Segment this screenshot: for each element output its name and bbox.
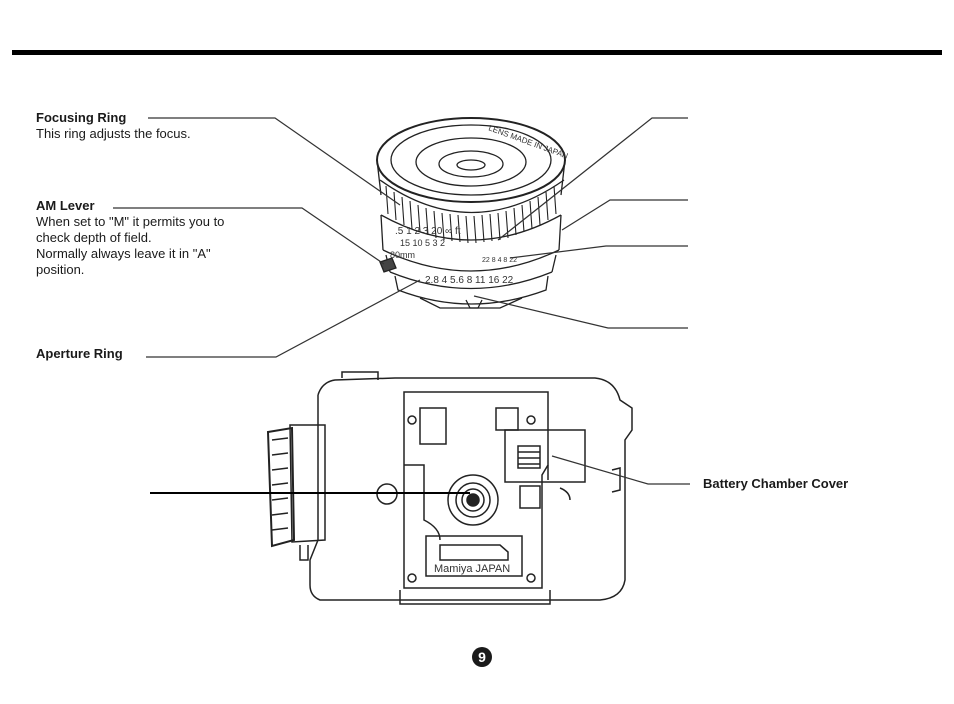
am-lever-label: AM Lever When set to "M" it permits you … xyxy=(36,198,266,278)
lens-drawing xyxy=(376,117,566,309)
top-rule xyxy=(12,50,942,55)
am-lever-desc-2: check depth of field. xyxy=(36,230,152,245)
body-plate-text: Mamiya JAPAN xyxy=(434,563,510,575)
aperture-ring-label: Aperture Ring xyxy=(36,346,123,361)
lens-distance-ft: .5 1 2 3 20 ∞ ft xyxy=(395,226,461,237)
lens-focal: 80mm xyxy=(390,250,415,260)
lens-aperture-scale: 2.8 4 5.6 8 11 16 22 xyxy=(425,275,514,286)
focusing-ring-desc: This ring adjusts the focus. xyxy=(36,126,191,141)
focusing-ring-label: Focusing Ring This ring adjusts the focu… xyxy=(36,110,191,142)
page-number: 9 xyxy=(472,647,492,667)
lens-dof-scale: 22 8 4 8 22 xyxy=(482,257,517,264)
focusing-ring-title: Focusing Ring xyxy=(36,110,127,125)
am-lever-desc-4: position. xyxy=(36,262,85,277)
am-lever-desc-3: Normally always leave it in "A" xyxy=(36,246,211,261)
am-lever-title: AM Lever xyxy=(36,198,95,213)
lens-distance-m: 15 10 5 3 2 xyxy=(400,238,445,248)
camera-body-drawing xyxy=(266,371,633,605)
battery-chamber-cover-label: Battery Chamber Cover xyxy=(703,476,849,491)
focusing-ring-knurl xyxy=(385,185,557,244)
am-lever-desc-1: When set to "M" it permits you to xyxy=(36,214,225,229)
leader-lines xyxy=(113,117,690,485)
